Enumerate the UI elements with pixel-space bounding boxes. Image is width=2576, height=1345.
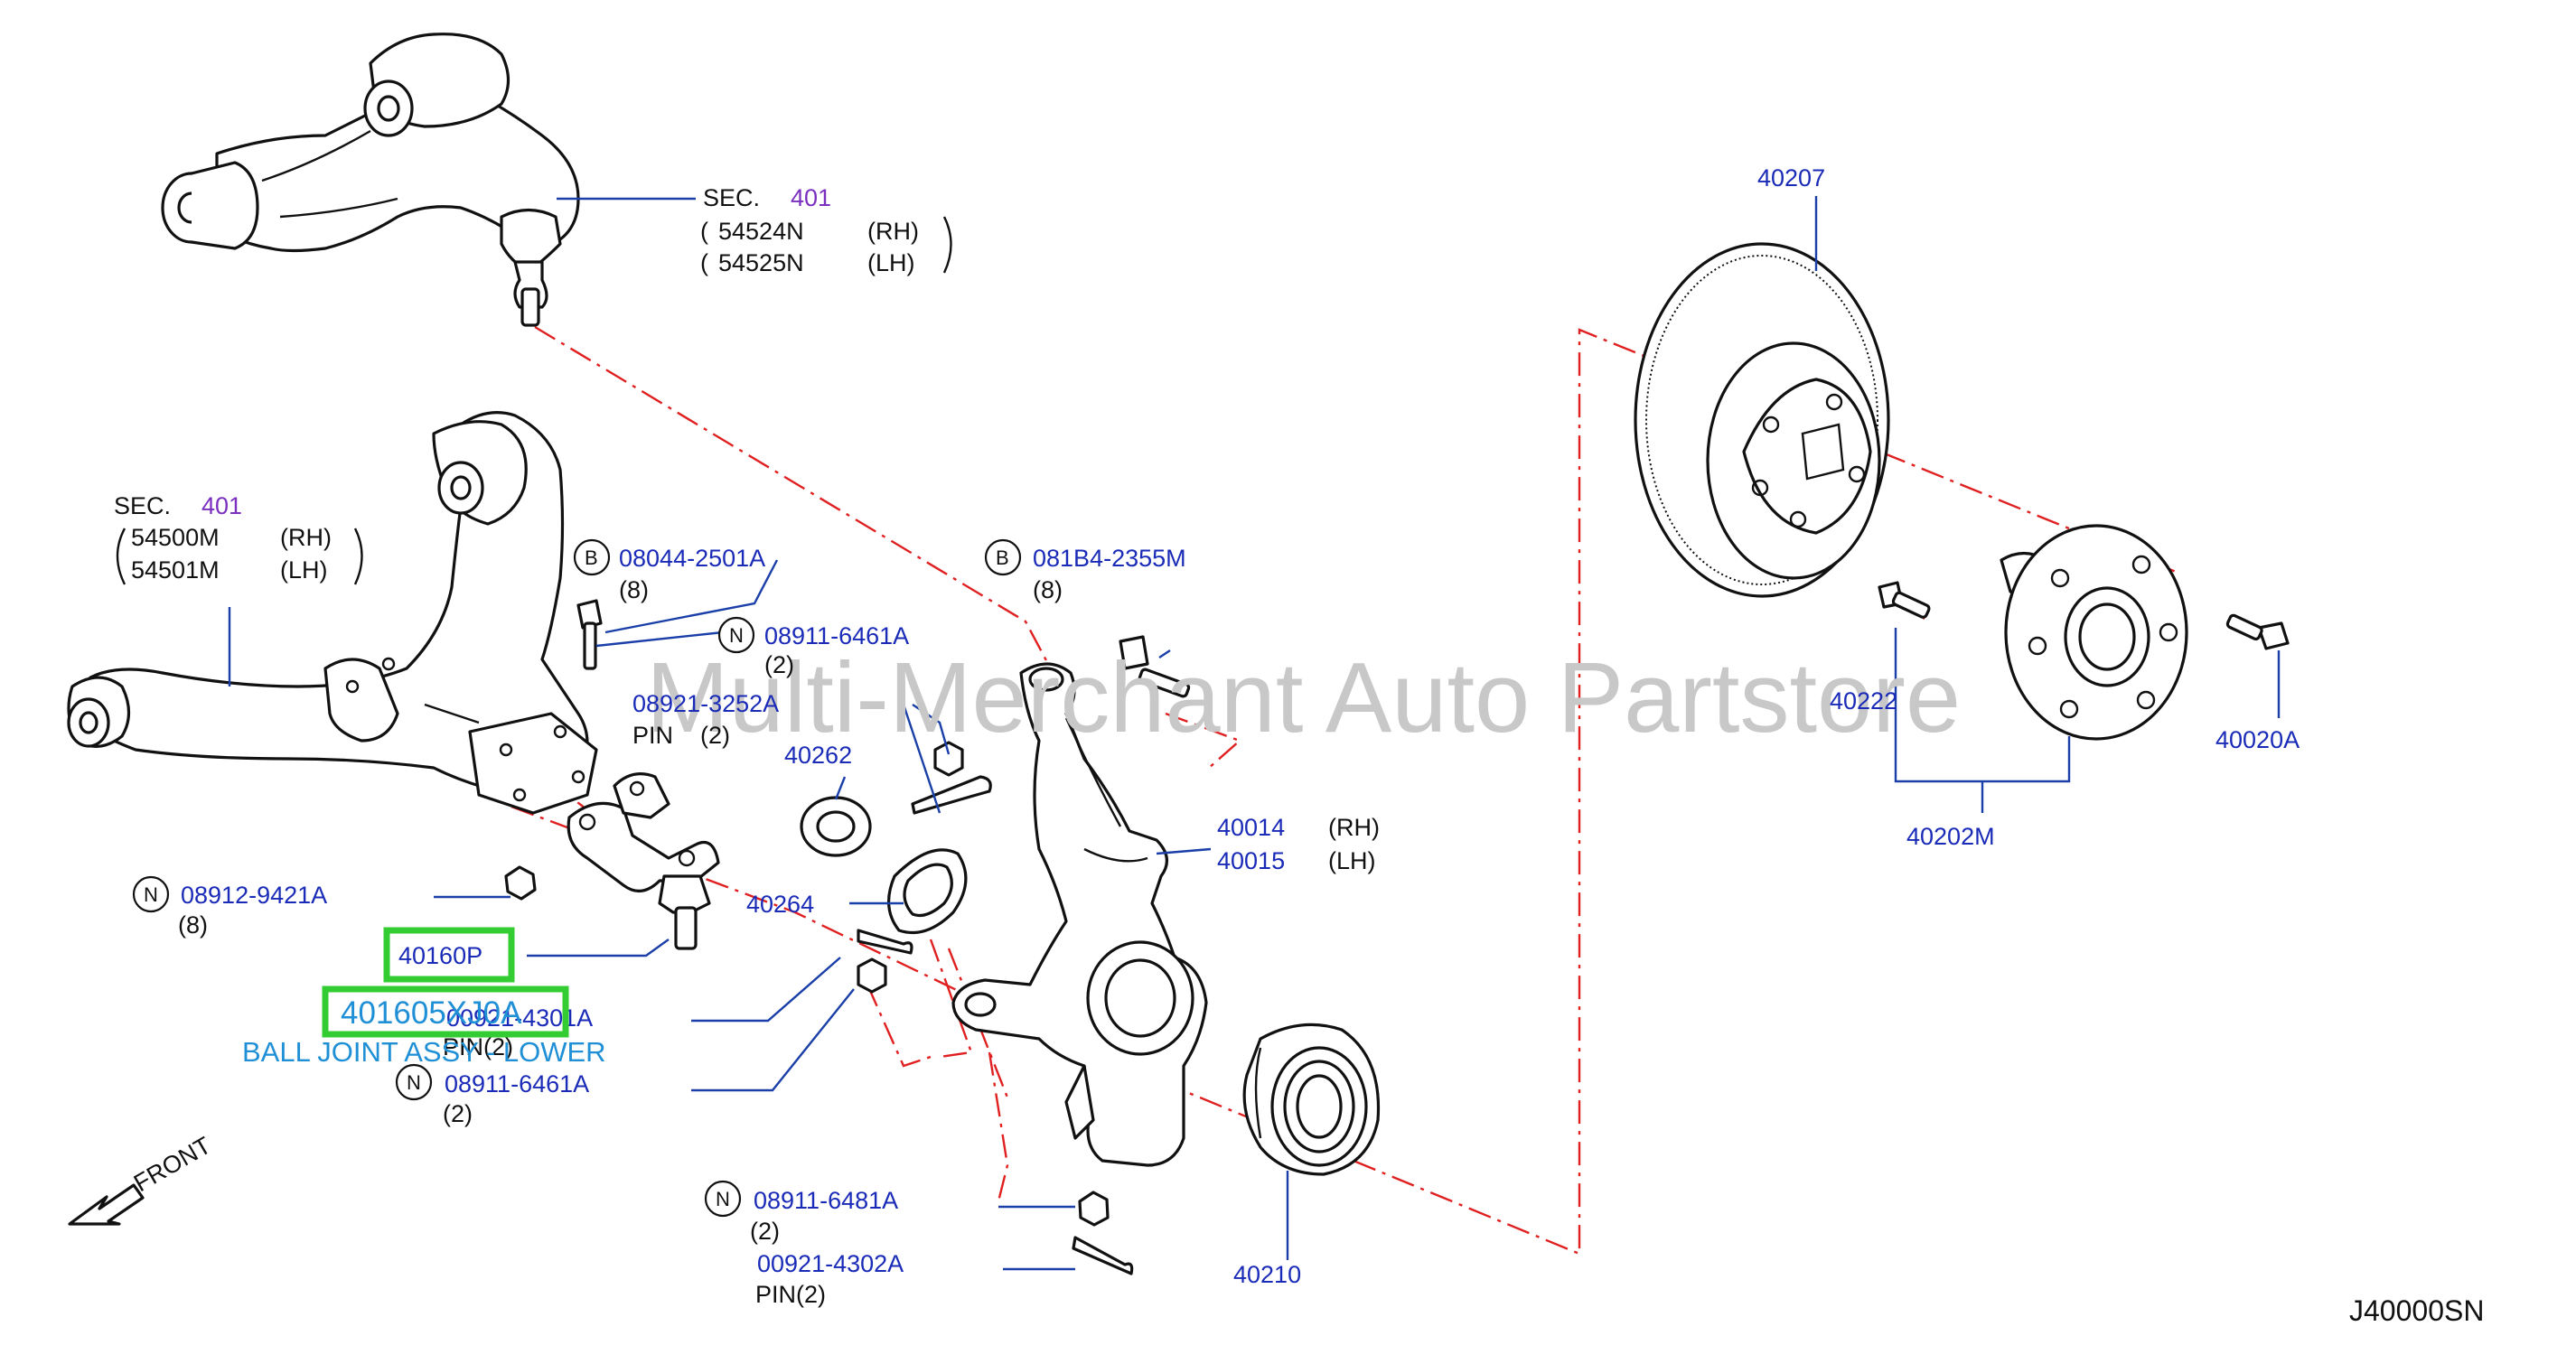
label-40207[interactable]: 40207 bbox=[1757, 164, 1825, 191]
label-08911-6481a[interactable]: 08911-6481A bbox=[754, 1187, 898, 1214]
brake-rotor[interactable] bbox=[1634, 242, 1890, 598]
label-40264[interactable]: 40264 bbox=[746, 891, 814, 918]
lower-paren-left bbox=[116, 528, 126, 585]
n-callout-08911-top bbox=[717, 616, 755, 654]
lower-ball-joint[interactable] bbox=[567, 772, 720, 950]
label-40160p[interactable]: 40160P bbox=[398, 942, 482, 969]
watermark: Multi-Merchant Auto Partstore bbox=[646, 642, 1961, 753]
lower-sec-label: SEC. bbox=[114, 492, 171, 519]
label-08911-6461a-top[interactable]: 08911-6461A bbox=[764, 622, 909, 649]
label-40020a[interactable]: 40020A bbox=[2215, 726, 2300, 753]
upper-sec-number: 401 bbox=[791, 184, 831, 211]
right-part-labels: 40207 40222 40202M 40020A bbox=[1757, 164, 2300, 850]
pin-00921-4301a: PIN(2) bbox=[443, 1033, 513, 1060]
leader-lines bbox=[228, 196, 2281, 1271]
label-00921-4302a[interactable]: 00921-4302A bbox=[757, 1250, 904, 1277]
lower-arm-labels: SEC. 401 54500M (RH) 54501M (LH) bbox=[114, 492, 363, 585]
upper-paren-right bbox=[942, 216, 952, 274]
qty-08912: (8) bbox=[178, 911, 208, 939]
label-081b4-2355m[interactable]: 081B4-2355M bbox=[1033, 545, 1186, 572]
lower-control-arm[interactable] bbox=[67, 411, 598, 815]
lower-rh-part: 54500M bbox=[131, 524, 220, 551]
hub-bearing[interactable] bbox=[1242, 1023, 1381, 1176]
label-40015[interactable]: 40015 bbox=[1217, 847, 1285, 874]
lower-lh-side: (LH) bbox=[280, 556, 328, 584]
side-40015: (LH) bbox=[1328, 847, 1376, 874]
qty-081b4: (8) bbox=[1033, 576, 1063, 603]
highlight-box-40160p bbox=[383, 927, 515, 983]
upper-rh-side: (RH) bbox=[867, 218, 919, 245]
label-08912-9421a[interactable]: 08912-9421A bbox=[181, 882, 327, 909]
b-callout-08044 bbox=[573, 538, 611, 576]
pin-08921: PIN bbox=[632, 722, 673, 749]
upper-arm-labels: SEC. 401 ( 54524N (RH) ( 54525N (LH) bbox=[700, 184, 952, 276]
lower-lh-part: 54501M bbox=[131, 556, 220, 584]
lower-sec-number: 401 bbox=[201, 492, 242, 519]
diagram-code: J40000SN bbox=[2349, 1294, 2484, 1327]
front-label: FRONT bbox=[129, 1132, 216, 1197]
upper-sec-label: SEC. bbox=[703, 184, 760, 211]
side-40014: (RH) bbox=[1328, 814, 1380, 841]
upper-paren-left: ( bbox=[700, 218, 708, 245]
upper-lh-side: (LH) bbox=[867, 249, 915, 276]
b-callout-081b4 bbox=[984, 538, 1022, 576]
upper-rh-part: 54524N bbox=[718, 218, 804, 245]
label-08921-3252a[interactable]: 08921-3252A bbox=[632, 690, 779, 717]
qty-08911-top: (2) bbox=[764, 651, 794, 678]
qty-08911-6481: (2) bbox=[750, 1218, 780, 1245]
label-40202m[interactable]: 40202M bbox=[1906, 823, 1995, 850]
n-callout-08912-text: N bbox=[144, 883, 158, 906]
b-callout-081b4-text: B bbox=[996, 546, 1009, 569]
highlight-part-description: BALL JOINT ASSY - LOWER bbox=[242, 1036, 606, 1068]
hardware bbox=[504, 581, 2290, 1275]
n-callout-08911-mid bbox=[395, 1063, 433, 1101]
label-08044-2501a[interactable]: 08044-2501A bbox=[619, 545, 765, 572]
label-40014[interactable]: 40014 bbox=[1217, 814, 1285, 841]
highlight-box-401605xj0a bbox=[322, 985, 569, 1038]
n-callout-08911-6481 bbox=[704, 1180, 742, 1218]
qty-08911-mid: (2) bbox=[443, 1100, 473, 1127]
b-callout-08044-text: B bbox=[585, 546, 598, 569]
front-indicator: FRONT bbox=[68, 1132, 216, 1226]
n-callout-08911-6481-text: N bbox=[716, 1188, 730, 1210]
lower-rh-side: (RH) bbox=[280, 524, 332, 551]
upper-paren-left-2: ( bbox=[700, 249, 708, 276]
label-40262[interactable]: 40262 bbox=[784, 742, 852, 769]
upper-control-arm[interactable] bbox=[161, 33, 580, 327]
part-labels: B 08044-2501A (8) B 081B4-2355M (8) N 08… bbox=[132, 538, 1380, 1308]
qty-08921: (2) bbox=[700, 722, 730, 749]
highlight-part-number[interactable]: 401605XJ0A bbox=[341, 995, 522, 1031]
qty-08044: (8) bbox=[619, 576, 649, 603]
label-40222[interactable]: 40222 bbox=[1830, 687, 1897, 715]
front-arrow-icon bbox=[68, 1183, 145, 1226]
steering-knuckle[interactable] bbox=[951, 662, 1208, 1167]
upper-lh-part: 54525N bbox=[718, 249, 804, 276]
n-callout-08912 bbox=[132, 875, 170, 913]
pin-00921-4302a: PIN(2) bbox=[755, 1281, 826, 1308]
lower-paren-right bbox=[353, 528, 363, 585]
label-08911-6461a-mid[interactable]: 08911-6461A bbox=[445, 1070, 589, 1097]
wheel-hub[interactable] bbox=[2000, 524, 2188, 741]
n-callout-08911-mid-text: N bbox=[407, 1071, 421, 1094]
n-callout-08911-top-text: N bbox=[729, 624, 744, 647]
label-40210[interactable]: 40210 bbox=[1233, 1261, 1301, 1288]
